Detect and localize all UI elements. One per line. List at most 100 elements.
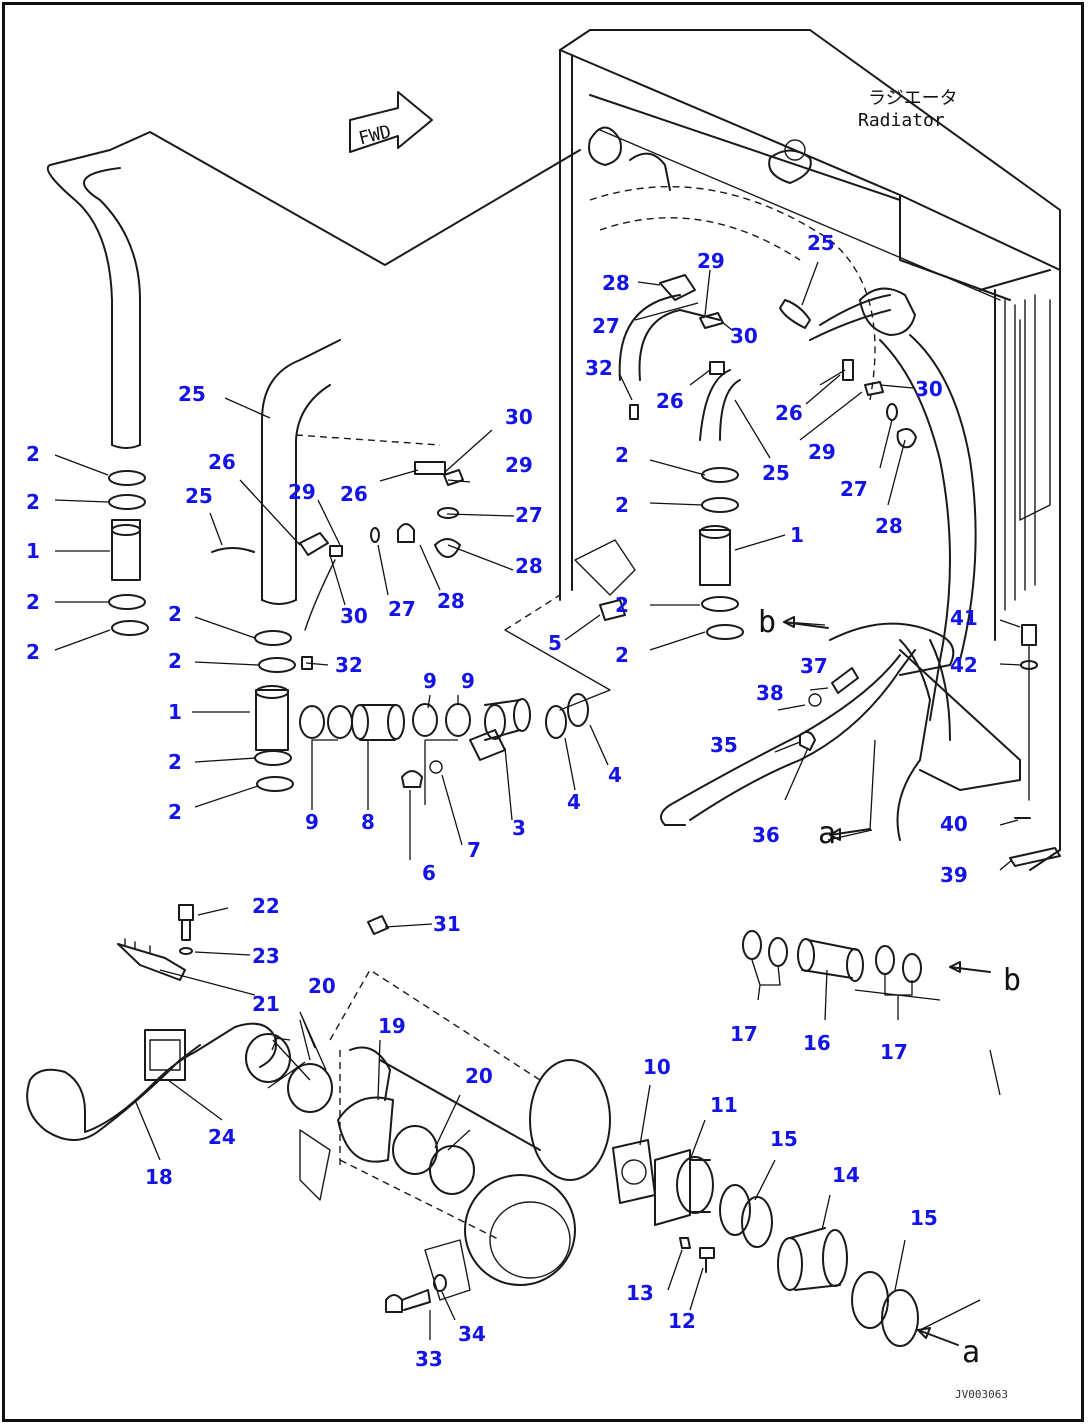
callout-20: 20 [308, 974, 336, 998]
callout-28: 28 [437, 589, 465, 613]
callout-12: 12 [668, 1309, 696, 1333]
callout-1: 1 [26, 539, 40, 563]
hose-b-assembly [742, 930, 922, 983]
callout-1: 1 [790, 523, 804, 547]
callout-19: 19 [378, 1014, 406, 1038]
callout-2: 2 [615, 643, 629, 667]
callout-28: 28 [875, 514, 903, 538]
callout-39: 39 [940, 863, 968, 887]
callout-29: 29 [808, 440, 836, 464]
callout-2: 2 [26, 490, 40, 514]
callout-14: 14 [832, 1163, 860, 1187]
callout-3: 3 [512, 816, 526, 840]
engine-body [299, 969, 611, 1301]
callout-11: 11 [710, 1093, 738, 1117]
callout-30: 30 [340, 604, 368, 628]
callout-28: 28 [515, 554, 543, 578]
callout-31: 31 [433, 912, 461, 936]
bracket [117, 938, 186, 981]
callout-6: 6 [422, 861, 436, 885]
upper-hose-assembly [46, 131, 731, 751]
callout-21: 21 [252, 992, 280, 1016]
callout-20: 20 [465, 1064, 493, 1088]
callout-29: 29 [505, 453, 533, 477]
leader-lines [54, 261, 1023, 1340]
callout-41: 41 [950, 606, 978, 630]
drawing-code: JV003063 [955, 1388, 1008, 1401]
radiator-label-en: Radiator [858, 110, 945, 131]
clamps-20 [245, 1033, 475, 1195]
callout-2: 2 [615, 443, 629, 467]
lower-pipe-parts [612, 1139, 919, 1347]
callout-34: 34 [458, 1322, 486, 1346]
callout-9: 9 [461, 669, 475, 693]
callout-15: 15 [770, 1127, 798, 1151]
callout-27: 27 [592, 314, 620, 338]
callout-32: 32 [585, 356, 613, 380]
callout-9: 9 [423, 669, 437, 693]
reference-arrows [783, 616, 991, 1346]
callout-1: 1 [168, 700, 182, 724]
callout-30: 30 [730, 324, 758, 348]
callout-2: 2 [26, 442, 40, 466]
ref-a-lower: a [962, 1335, 980, 1370]
callout-2: 2 [26, 590, 40, 614]
fwd-label: FWD [357, 121, 394, 149]
callout-25: 25 [178, 382, 206, 406]
callout-26: 26 [656, 389, 684, 413]
callout-27: 27 [515, 503, 543, 527]
hose-clamps [108, 467, 744, 792]
callout-2: 2 [168, 800, 182, 824]
callout-29: 29 [288, 480, 316, 504]
ref-b-lower: b [1003, 963, 1021, 998]
callout-26: 26 [775, 401, 803, 425]
callout-40: 40 [940, 812, 968, 836]
fwd-arrow [349, 91, 433, 153]
callout-36: 36 [752, 823, 780, 847]
callout-5: 5 [548, 631, 562, 655]
bolt-washer-left [178, 904, 194, 955]
callout-2: 2 [615, 493, 629, 517]
air-duct [26, 1022, 277, 1141]
callout-37: 37 [800, 654, 828, 678]
radiator [559, 29, 1061, 871]
callout-4: 4 [567, 790, 581, 814]
callout-2: 2 [26, 640, 40, 664]
callout-27: 27 [840, 477, 868, 501]
callout-42: 42 [950, 653, 978, 677]
callout-30: 30 [915, 377, 943, 401]
callout-23: 23 [252, 944, 280, 968]
ref-a-upper: a [818, 816, 836, 851]
callout-10: 10 [643, 1055, 671, 1079]
callout-16: 16 [803, 1031, 831, 1055]
callout-8: 8 [361, 810, 375, 834]
callout-25: 25 [762, 461, 790, 485]
callout-35: 35 [710, 733, 738, 757]
callout-22: 22 [252, 894, 280, 918]
callout-24: 24 [208, 1125, 236, 1149]
callout-18: 18 [145, 1165, 173, 1189]
callout-26: 26 [340, 482, 368, 506]
callout-25: 25 [185, 484, 213, 508]
callout-2: 2 [168, 602, 182, 626]
callout-33: 33 [415, 1347, 443, 1371]
connector [367, 915, 389, 935]
callout-25: 25 [807, 231, 835, 255]
callout-28: 28 [602, 271, 630, 295]
callout-9: 9 [305, 810, 319, 834]
callout-32: 32 [335, 653, 363, 677]
callout-4: 4 [608, 763, 622, 787]
callout-30: 30 [505, 405, 533, 429]
aftercooler-pipe-parts [299, 693, 589, 788]
radiator-label-jp: ラジエータ [868, 88, 958, 109]
callout-17: 17 [730, 1022, 758, 1046]
callout-2: 2 [168, 750, 182, 774]
callout-numbers: 2 2 1 2 2 2 2 1 2 2 25 26 25 29 30 27 28… [26, 231, 978, 1371]
callout-2: 2 [168, 649, 182, 673]
callout-7: 7 [467, 838, 481, 862]
callout-38: 38 [756, 681, 784, 705]
small-fittings [211, 274, 1061, 867]
